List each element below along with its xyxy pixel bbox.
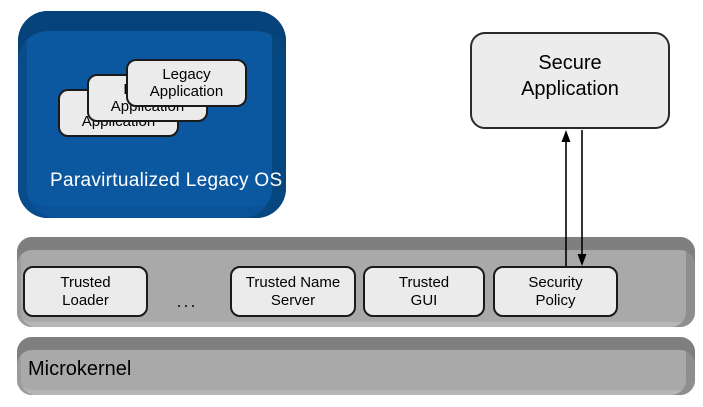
security-policy-box: Security Policy [493,266,618,317]
trusted-gui-label: Trusted GUI [398,273,450,309]
trusted-loader-box: Trusted Loader [23,266,148,317]
trusted-gui-box: Trusted GUI [363,266,485,317]
legacy-application-box: Legacy Application [126,59,247,107]
paravirtualized-legacy-os-label: Paravirtualized Legacy OS [50,170,283,191]
secure-application-label: Secure Application [521,51,619,100]
trusted-loader-label: Trusted Loader [60,273,111,309]
paravirtualized-legacy-os-box: Legacy Application Legacy Application Le… [18,11,286,218]
microkernel-bar: Microkernel [17,337,695,395]
trusted-name-server-label: Trusted Name Server [245,273,341,309]
legacy-application-label: Legacy Application [149,66,224,100]
secure-application-box: Secure Application [470,32,670,129]
trusted-layer-bar: Trusted Loader ... Trusted Name Server T… [17,237,695,327]
security-policy-label: Security Policy [528,273,583,309]
microkernel-label: Microkernel [28,358,132,380]
ellipsis-more-components: ... [176,291,198,311]
trusted-name-server-box: Trusted Name Server [230,266,356,317]
